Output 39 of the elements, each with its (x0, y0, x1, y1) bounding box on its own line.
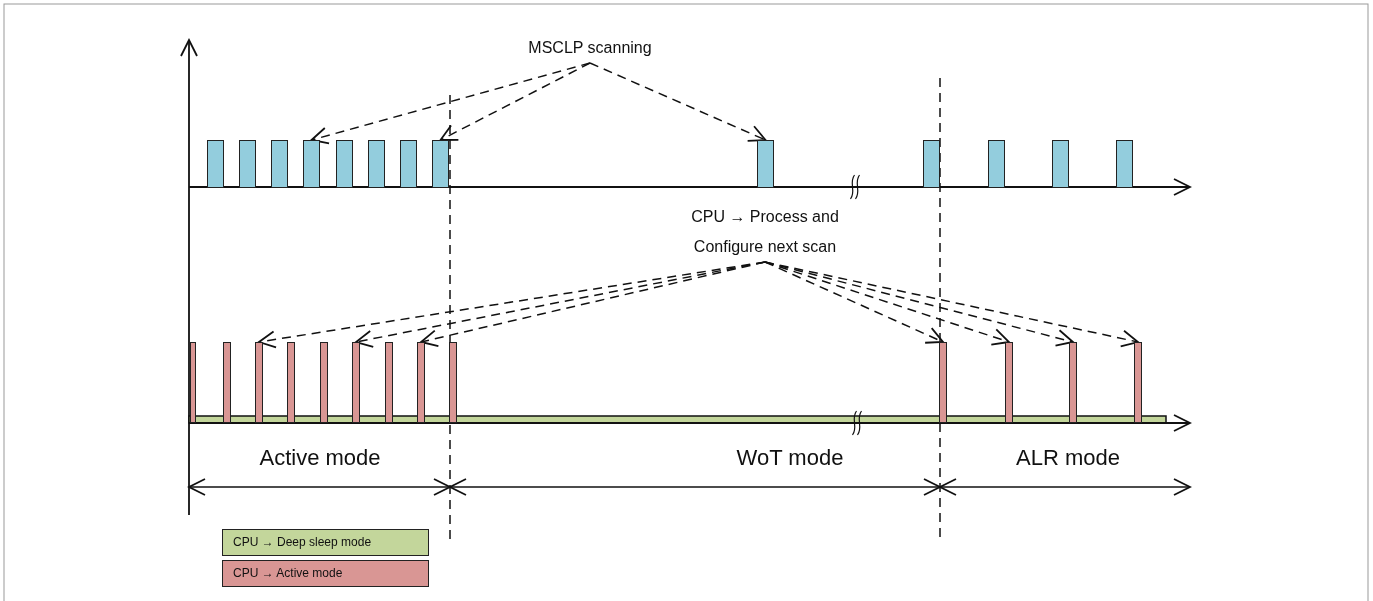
cpu-active-pulse (385, 342, 393, 423)
scan-pulse-bar (271, 140, 288, 188)
mode-label: Active mode (259, 445, 381, 471)
cpu-active-pulse (1134, 342, 1142, 423)
cpu-active-pulse (449, 342, 457, 423)
dashed-arrow (764, 261, 1010, 346)
scan-pulse-bar (432, 140, 449, 188)
scan-pulse-bar (303, 140, 320, 188)
scan-pulse-bar (207, 140, 224, 188)
scan-pulse-bar (400, 140, 417, 188)
scan-pulse-bar (368, 140, 385, 188)
mode-label: ALR mode (1016, 445, 1120, 471)
cpu-active-pulse (352, 342, 360, 423)
dashed-arrow (439, 62, 591, 141)
cpu-active-pulse (939, 342, 947, 423)
legend-label: CPU → Active mode (233, 566, 343, 580)
dashed-arrow (420, 261, 766, 348)
dashed-arrow (258, 261, 766, 349)
dashed-arrow (589, 62, 767, 142)
cpu-active-pulse (223, 342, 231, 423)
scan-pulse-bar (923, 140, 940, 188)
scan-pulse-bar (1052, 140, 1069, 188)
dashed-arrow (764, 261, 1139, 348)
cpu-active-pulse (417, 342, 425, 423)
scan-pulse-bar (757, 140, 774, 188)
cpu-active-pulse (1005, 342, 1013, 423)
cpu-active-pulse (1069, 342, 1077, 423)
cpu-active-pulse (320, 342, 328, 423)
scan-pulse-bar (1116, 140, 1133, 188)
cpu-active-pulse (287, 342, 295, 423)
annotation-text: MSCLP scanning (520, 33, 660, 63)
cpu-active-pulse (190, 342, 196, 423)
cpu-active-pulse (255, 342, 263, 423)
scan-pulse-bar (336, 140, 353, 188)
scan-pulse-bar (988, 140, 1005, 188)
legend-label: CPU → Deep sleep mode (233, 535, 372, 549)
annotation-text: CPU → Process and Configure next scan (655, 202, 875, 262)
mode-label: WoT mode (736, 445, 844, 471)
scan-pulse-bar (239, 140, 256, 188)
